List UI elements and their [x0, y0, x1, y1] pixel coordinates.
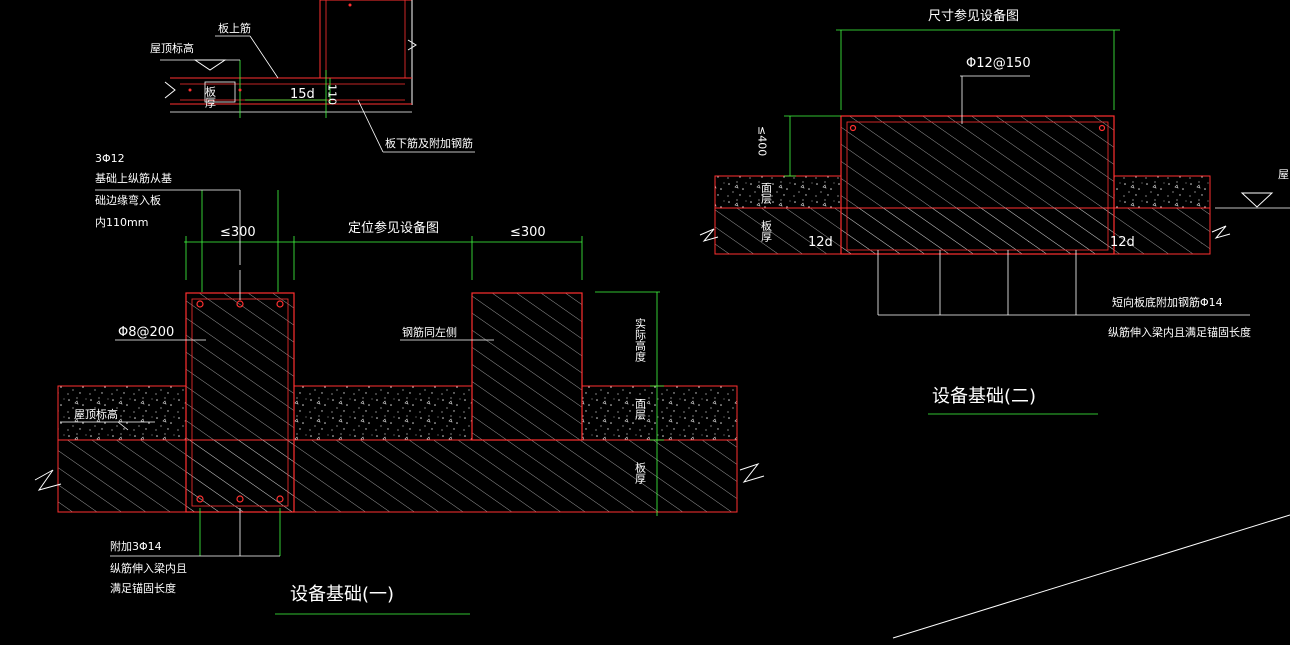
center-dim-label: 定位参见设备图: [348, 220, 439, 236]
slab-body: [57, 439, 738, 513]
foundation-one-title: 设备基础(一): [290, 584, 394, 605]
roof-level-label-two: 屋: [1278, 168, 1289, 181]
screed-label: 面层: [634, 398, 647, 421]
anchor-right-12d: 12d: [1110, 235, 1135, 250]
rebar-label-two: Φ12@150: [966, 56, 1031, 71]
rebar-same-left-label: 钢筋同左侧: [402, 325, 457, 339]
bottom-bar-label: 板下筋及附加钢筋: [385, 136, 473, 150]
pedestal-right: [471, 292, 583, 441]
top-rebar-note-line1: 3Φ12: [95, 152, 125, 165]
anchor-length-15d: 15d: [290, 87, 315, 102]
top-rebar-note-line4: 内110mm: [95, 215, 148, 229]
roof-level-label-top: 屋顶标高: [150, 41, 194, 55]
actual-height-label: 实际高度: [634, 317, 647, 363]
bottom-rebar-note-line1: 附加3Φ14: [110, 539, 162, 553]
bottom-rebar-note-line3: 满足锚固长度: [110, 581, 176, 595]
slab-label-top: 板厚: [204, 85, 217, 109]
slab-label: 板厚: [634, 461, 647, 485]
top-rebar-note-line2: 基础上纵筋从基: [95, 171, 172, 185]
screed-middle: [293, 385, 473, 441]
screed-right-two: [1113, 175, 1211, 209]
screed-left-two: [714, 175, 842, 209]
left-dim-300: ≤300: [220, 225, 256, 240]
bottom-rebar-note-two-line1: 短向板底附加钢筋Φ14: [1112, 295, 1223, 309]
slab-label-two: 板厚: [760, 219, 773, 243]
height-dim-400: ≤400: [756, 126, 769, 156]
top-rebar-note-line3: 础边缘弯入板: [95, 193, 161, 207]
foundation-two: 尺寸参见设备图 Φ12@150 ≤400 面层 板厚 12d 12d 屋 短向板…: [699, 8, 1290, 415]
roof-level-label: 屋顶标高: [74, 407, 118, 421]
screed-label-two: 面层: [760, 182, 773, 205]
screed-right: [581, 385, 738, 441]
slab-top-bar-label: 板上筋: [218, 21, 251, 35]
pedestal-two: [840, 115, 1115, 255]
right-dim-300: ≤300: [510, 225, 546, 240]
foundation-two-title: 设备基础(二): [932, 386, 1036, 407]
slab-thickness-110: 110: [326, 84, 339, 105]
slab-detail-top: 屋顶标高 板上筋 15d 110 板厚 板下筋及附加钢筋: [150, 0, 475, 153]
diagonal-reference-line: [892, 514, 1290, 639]
size-dim-label: 尺寸参见设备图: [928, 8, 1019, 24]
bottom-rebar-note-line2: 纵筋伸入梁内且: [110, 561, 187, 575]
wall-outline: [319, 0, 413, 79]
pedestal-left: [185, 292, 295, 513]
foundation-one: 3Φ12 基础上纵筋从基 础边缘弯入板 内110mm ≤300 定位参见设备图 …: [34, 152, 765, 615]
screed-left: [57, 385, 187, 441]
stirrup-label: Φ8@200: [118, 325, 174, 340]
bottom-rebar-note-two-line2: 纵筋伸入梁内且满足锚固长度: [1108, 325, 1251, 339]
anchor-left-12d: 12d: [808, 235, 833, 250]
